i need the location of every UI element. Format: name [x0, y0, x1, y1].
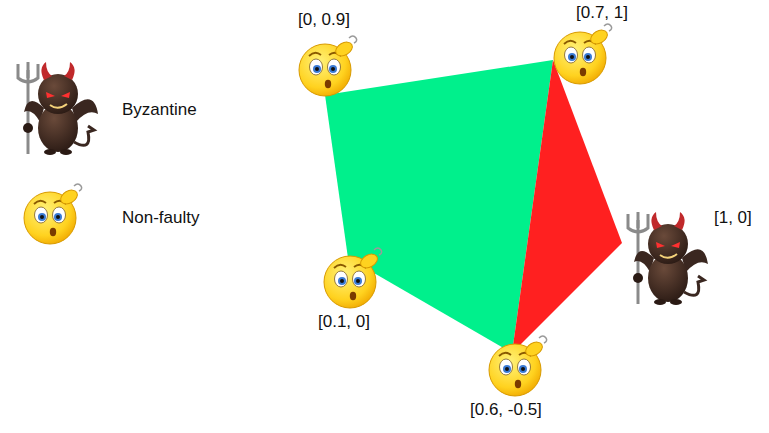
coordinate-label: [0, 0.9]: [298, 10, 350, 30]
coordinate-label: [1, 0]: [714, 208, 752, 228]
legend-text: Non-faulty: [122, 208, 199, 228]
coordinate-label: [0.6, -0.5]: [470, 400, 542, 420]
red-region: [512, 60, 622, 353]
non-faulty-icon: [299, 36, 357, 96]
coordinate-label: [0.1, 0]: [318, 312, 370, 332]
legend-non-faulty-icon: [24, 184, 82, 244]
non-faulty-icon: [324, 248, 382, 308]
legend-text: Byzantine: [122, 100, 197, 120]
coordinate-label: [0.7, 1]: [576, 3, 628, 23]
byzantine-icon: [628, 212, 708, 305]
non-faulty-icon: [554, 24, 612, 84]
non-faulty-icon: [489, 336, 547, 396]
legend-byzantine-icon: [18, 62, 98, 155]
